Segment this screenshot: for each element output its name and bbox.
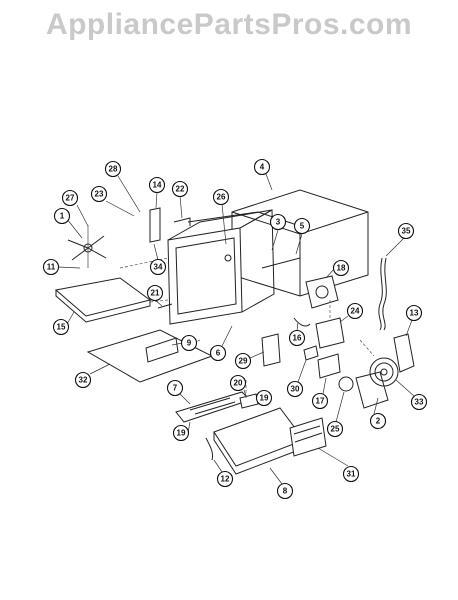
fan-bracket (355, 371, 389, 409)
callout-label: 3 (276, 218, 281, 227)
bracket-9 (145, 337, 179, 363)
callout-23: 23 (90, 185, 135, 217)
callout-13: 13 (405, 304, 423, 337)
callout-6: 6 (209, 325, 233, 362)
callout-30: 30 (286, 359, 307, 398)
callout-27: 27 (61, 189, 89, 227)
callout-3: 3 (269, 213, 287, 251)
callout-21: 21 (146, 284, 164, 307)
callout-label: 14 (153, 181, 162, 190)
fan-housing (393, 333, 415, 373)
part-20 (239, 393, 259, 409)
callout-34: 34 (149, 243, 167, 276)
part-drawings (54, 189, 415, 475)
callout-24: 24 (339, 302, 364, 323)
callout-26: 26 (212, 188, 230, 245)
part-12 (205, 437, 213, 461)
part-14 (149, 207, 161, 243)
transformer (289, 417, 327, 457)
callout-label: 1 (60, 212, 65, 221)
callout-label: 13 (410, 309, 419, 318)
part-17 (317, 353, 341, 379)
callout-17: 17 (311, 377, 329, 410)
part-22 (173, 217, 191, 226)
callout-8: 8 (269, 467, 294, 500)
callout-14: 14 (148, 176, 166, 209)
callout-label: 27 (66, 194, 75, 203)
callout-12: 12 (213, 459, 234, 488)
callout-label: 26 (217, 193, 226, 202)
callout-22: 22 (171, 180, 189, 219)
callout-label: 30 (291, 385, 300, 394)
callout-5: 5 (293, 217, 311, 255)
callout-label: 33 (415, 398, 424, 407)
callout-label: 11 (47, 263, 56, 272)
callout-25: 25 (326, 391, 345, 438)
callout-markers: 1 2 4 3 5 6 7 8 9 11 12 13 14 15 16 17 1… (42, 158, 428, 500)
callout-label: 22 (176, 185, 185, 194)
callout-label: 2 (376, 417, 381, 426)
callout-label: 35 (402, 227, 411, 236)
callout-label: 19 (260, 394, 269, 403)
part-16 (293, 317, 311, 327)
callout-18: 18 (325, 259, 350, 279)
callout-19a: 19 (172, 421, 191, 442)
control-board (261, 333, 281, 367)
waveguide-cover (54, 277, 152, 317)
callout-9: 9 (171, 334, 198, 352)
callout-16: 16 (288, 321, 306, 347)
callout-7: 7 (166, 379, 191, 405)
fan-motor (338, 376, 354, 392)
callout-label: 20 (234, 379, 243, 388)
callout-label: 31 (347, 470, 356, 479)
callout-label: 16 (293, 334, 302, 343)
cooling-fan-drawing (369, 357, 399, 387)
callout-20: 20 (229, 374, 247, 397)
callout-32: 32 (74, 363, 111, 389)
stirrer-fan-drawing (67, 225, 107, 268)
callout-label: 29 (239, 357, 248, 366)
callout-label: 18 (337, 264, 346, 273)
callout-label: 7 (173, 384, 178, 393)
callout-label: 12 (221, 475, 230, 484)
callout-label: 28 (109, 165, 118, 174)
callout-29: 29 (234, 351, 265, 370)
callout-label: 19 (177, 429, 186, 438)
callout-33: 33 (395, 379, 428, 411)
callout-label: 21 (151, 289, 160, 298)
part-21 (157, 303, 173, 309)
callout-35: 35 (385, 222, 415, 257)
callout-2: 2 (369, 397, 387, 430)
callout-label: 25 (331, 425, 340, 434)
base-plate (213, 407, 305, 467)
callout-label: 6 (216, 349, 221, 358)
callout-label: 4 (260, 163, 265, 172)
callout-label: 34 (154, 263, 163, 272)
callout-28: 28 (104, 160, 141, 213)
callout-1: 1 (53, 207, 83, 239)
callout-4: 4 (253, 158, 273, 191)
callout-19b: 19 (255, 389, 273, 407)
magnetron (305, 275, 339, 309)
callout-label: 32 (79, 376, 88, 385)
watermark-logo: AppliancePartsPros.com (45, 8, 413, 41)
callout-label: 15 (57, 323, 66, 332)
callout-label: 23 (95, 190, 104, 199)
callout-label: 5 (300, 222, 305, 231)
callout-11: 11 (42, 258, 81, 276)
callout-label: 17 (316, 397, 325, 406)
wire-harness (378, 257, 383, 331)
callout-31: 31 (317, 447, 360, 483)
callout-15: 15 (52, 311, 75, 336)
callout-label: 8 (283, 487, 288, 496)
callout-label: 9 (187, 339, 192, 348)
part-30 (303, 345, 319, 361)
plate-7 (175, 391, 251, 423)
capacitor (315, 317, 345, 349)
callout-label: 24 (351, 307, 360, 316)
